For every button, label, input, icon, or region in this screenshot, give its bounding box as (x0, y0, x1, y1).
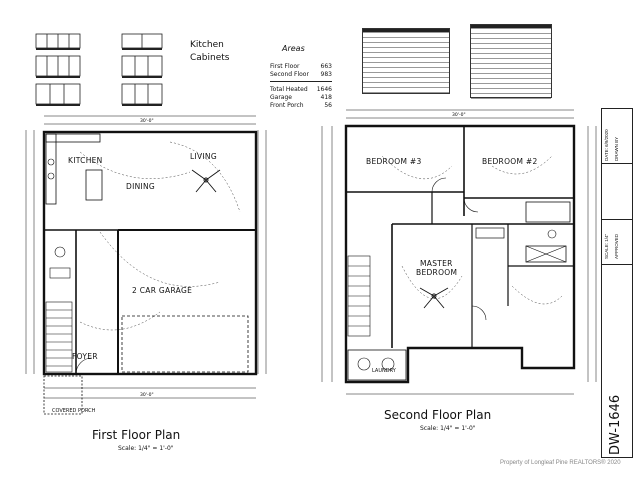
room-laundry: LAUNDRY (372, 368, 396, 374)
areas-divider (270, 81, 332, 82)
watermark-text: Property of Longleaf Pine REALTORS® 2020 (500, 460, 621, 466)
first-floor-scale: Scale: 1/4" = 1'-0" (118, 445, 174, 452)
second-floor-top-dimension: 30'-0" (452, 112, 466, 118)
cabinet-elevations (35, 33, 163, 106)
title-block: DATE: 6/9/2020 DRAWN BY SCALE: 1/4" APPR… (601, 108, 633, 458)
first-floor-top-dimension: 30'-0" (140, 118, 154, 124)
room-living: LIVING (190, 152, 217, 161)
title-block-scale: SCALE: 1/4" (604, 233, 609, 259)
second-floor-drawing: 30'-0" (321, 109, 597, 395)
room-bedroom-3: BEDROOM #3 (366, 157, 422, 166)
cabinets-title-1: Kitchen (190, 40, 224, 50)
room-garage: 2 CAR GARAGE (132, 286, 193, 295)
room-master-1: MASTER (420, 259, 453, 268)
room-covered-porch: COVERED PORCH (52, 408, 96, 414)
room-kitchen: KITCHEN (68, 156, 103, 165)
title-block-drawn: DRAWN BY (614, 136, 619, 161)
plan-id: DW-1646 (608, 394, 623, 455)
first-floor-drawing: 30'-0" 30'-0" (25, 115, 267, 415)
room-foyer: FOYER (72, 352, 98, 361)
room-master-2: BEDROOM (416, 268, 458, 277)
room-bedroom-2: BEDROOM #2 (482, 157, 538, 166)
second-floor-scale: Scale: 1/4" = 1'-0" (420, 425, 476, 432)
first-floor-bottom-dimension: 30'-0" (140, 392, 154, 398)
first-floor-opening-schedule (362, 28, 450, 94)
second-floor-opening-schedule (470, 24, 552, 99)
title-block-approved: APPROVED (614, 233, 619, 259)
areas-title: Areas (282, 44, 305, 53)
cabinets-title-2: Cabinets (190, 53, 230, 63)
second-floor-title: Second Floor Plan (384, 408, 492, 422)
room-dining: DINING (126, 182, 156, 191)
first-floor-title: First Floor Plan (92, 428, 181, 442)
title-block-date: DATE: 6/9/2020 (604, 129, 609, 161)
